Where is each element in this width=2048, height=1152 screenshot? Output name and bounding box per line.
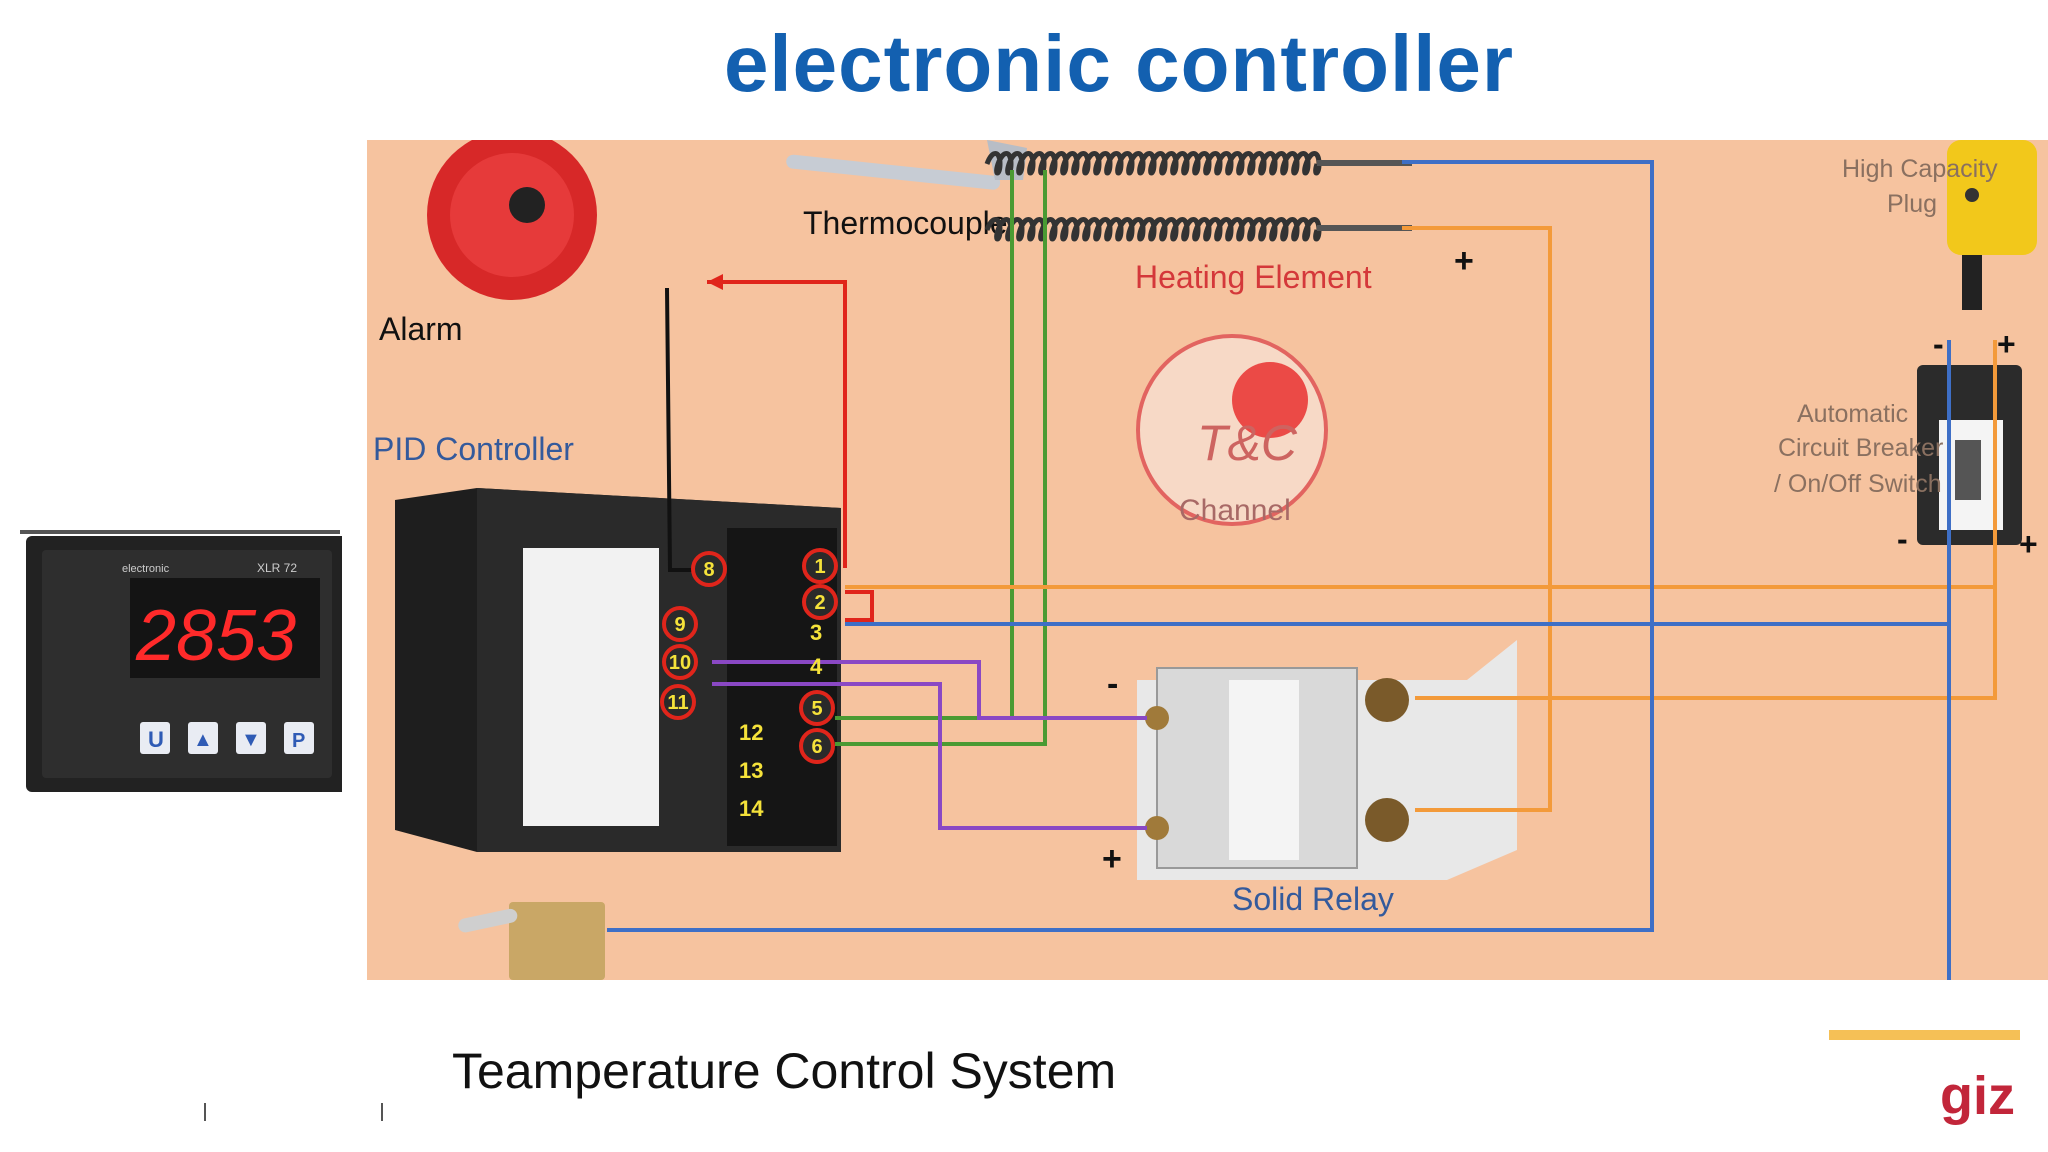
terminal-8-label: 8 — [703, 559, 714, 581]
breaker-label-line-1: Automatic — [1797, 400, 1908, 428]
terminal-2-label: 2 — [814, 592, 825, 614]
terminals-bottom: 12 13 14 — [739, 720, 764, 821]
footer-divider-2 — [381, 1103, 383, 1121]
plug-label-line-1: High Capacity — [1842, 155, 1998, 183]
terminal-1-label: 1 — [814, 556, 825, 578]
device-button-p — [284, 722, 314, 754]
device-button-u — [140, 722, 170, 754]
breaker-label-line-3: / On/Off Switch — [1774, 470, 1942, 498]
plug-label-line-2: Plug — [1887, 190, 1937, 218]
terminal-1: 1 — [802, 548, 838, 584]
accent-bar — [1829, 1030, 2020, 1040]
slide-title: electronic controller — [723, 19, 1515, 108]
terminals-left: 8 9 10 11 — [660, 551, 727, 720]
wire-red-arrow — [707, 274, 723, 290]
terminal-5: 5 — [799, 690, 835, 726]
relay-minus-sign: - — [1107, 665, 1118, 703]
heating-element-coils — [984, 151, 1412, 242]
terminal-11: 11 — [660, 684, 696, 720]
terminal-6: 6 — [799, 728, 835, 764]
wire-red-jumper — [845, 590, 874, 622]
device-button-p-label: P — [292, 730, 305, 752]
wire-red-alarm — [707, 280, 847, 568]
wire-blue-heater — [607, 160, 1654, 932]
relay-plus-sign: + — [1102, 840, 1122, 878]
terminal-11-label: 11 — [667, 692, 688, 714]
giz-logo: giz — [1940, 1066, 2015, 1126]
heating-plus-sign: + — [1454, 242, 1474, 280]
terminal-3: 3 — [810, 620, 822, 645]
breaker-plus-top: + — [1997, 326, 2016, 362]
terminal-10: 10 — [662, 644, 698, 680]
pid-controller-label: PID Controller — [373, 431, 574, 467]
terminal-2: 2 — [802, 584, 838, 620]
breaker-minus-bottom: - — [1897, 521, 1908, 557]
controller-device-photo: electronic XLR 72 2853 U ▲ ▼ P — [12, 500, 342, 800]
wire-orange-heater — [1402, 226, 1552, 812]
wiring-diagram: T&C Channel Alarm Thermocouple Heating E… — [367, 140, 2048, 980]
terminal-10-label: 10 — [669, 652, 691, 674]
alarm-bell-icon — [427, 140, 597, 300]
breaker-plus-bottom: + — [2019, 526, 2038, 562]
breaker-minus-top: - — [1933, 326, 1944, 362]
slide-caption: Teamperature Control System — [452, 1043, 1117, 1099]
alarm-label: Alarm — [379, 311, 463, 347]
thermocouple-label: Thermocouple — [803, 205, 1008, 241]
footer-divider-1 — [204, 1103, 206, 1121]
pid-controller-unit — [395, 488, 841, 852]
toggle-switch — [458, 902, 605, 980]
device-button-down — [236, 722, 266, 754]
solid-relay-label: Solid Relay — [1232, 881, 1394, 917]
terminal-8: 8 — [691, 551, 727, 587]
terminals-right: 1 2 3 4 5 6 — [799, 548, 838, 764]
wire-purple-2 — [712, 682, 1147, 830]
terminal-9-label: 9 — [674, 614, 685, 636]
device-button-u-label: U — [148, 727, 164, 752]
device-display-value: 2853 — [135, 596, 296, 676]
watermark-label: Channel — [1179, 494, 1291, 527]
device-brand: electronic — [122, 563, 170, 575]
terminal-13: 13 — [739, 758, 763, 783]
terminal-12: 12 — [739, 720, 763, 745]
wire-purple-1 — [712, 660, 1147, 720]
terminal-6-label: 6 — [811, 736, 822, 758]
breaker-label-line-2: Circuit Breaker — [1778, 434, 1943, 462]
device-button-up — [188, 722, 218, 754]
watermark-logo: T&C Channel — [1136, 334, 1328, 527]
heating-element-label: Heating Element — [1135, 259, 1372, 295]
terminal-4: 4 — [810, 654, 823, 679]
device-model: XLR 72 — [257, 561, 297, 575]
high-capacity-plug — [1947, 140, 2037, 310]
device-button-down-label: ▼ — [241, 729, 261, 751]
svg-text:T&C: T&C — [1197, 415, 1298, 471]
terminal-9: 9 — [662, 606, 698, 642]
terminal-5-label: 5 — [811, 698, 822, 720]
terminal-14: 14 — [739, 796, 764, 821]
device-button-up-label: ▲ — [193, 729, 213, 751]
wire-orange-relay — [1415, 587, 1997, 700]
wire-green-2 — [835, 170, 1047, 746]
